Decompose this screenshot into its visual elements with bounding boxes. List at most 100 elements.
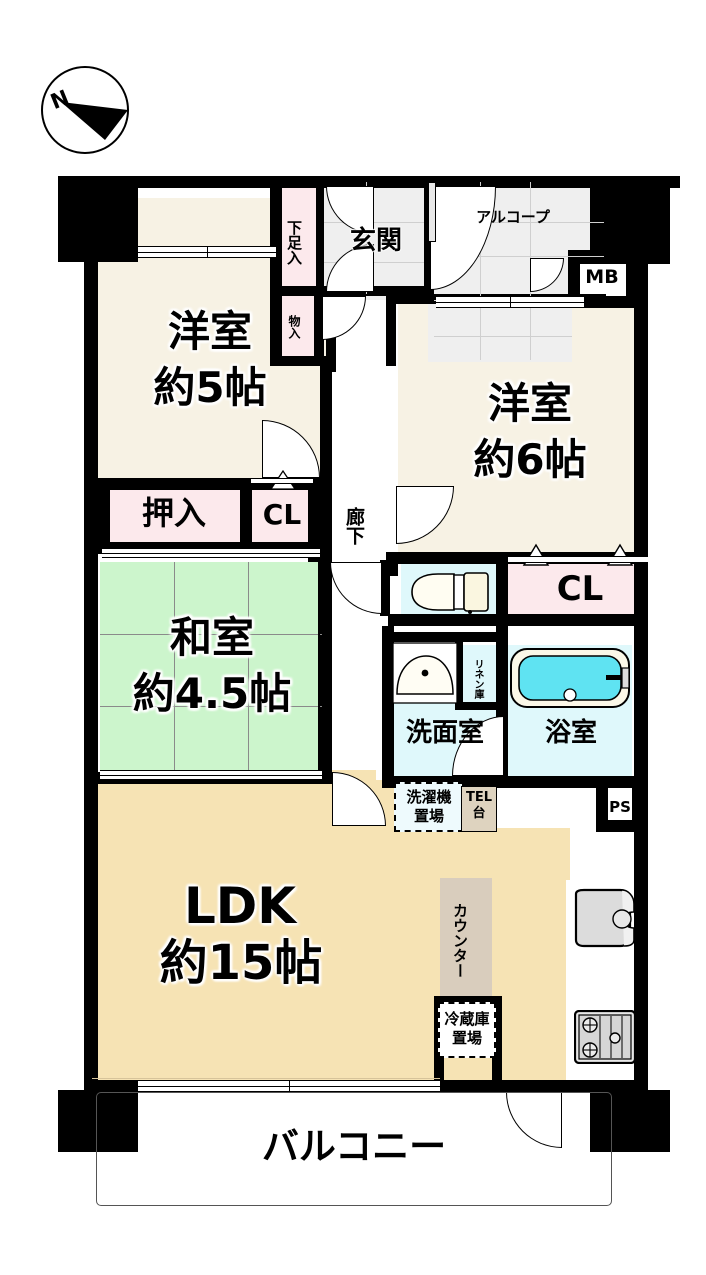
pillar-ne xyxy=(590,176,670,264)
closet-getabako xyxy=(281,186,321,292)
closet-rod-east xyxy=(508,556,648,563)
kitchen-sink-fixture xyxy=(574,888,635,948)
wall-monoire-south xyxy=(270,356,336,366)
ldk-floor-seam xyxy=(92,1078,440,1079)
label-oshiire: 押入 xyxy=(141,494,206,532)
label-monoire: 物入 xyxy=(287,315,301,339)
balcony-outline xyxy=(96,1092,612,1206)
toilet-fixture xyxy=(411,572,489,614)
wall-exterior-north xyxy=(84,176,680,188)
wall-oshiire-west xyxy=(98,478,110,552)
wall-washroom-north xyxy=(382,632,502,642)
label-alcove: アルコープ xyxy=(476,208,550,226)
wall-washroom-west xyxy=(382,626,394,784)
label-genkan: 玄関 xyxy=(349,226,402,256)
wall-monoire-east xyxy=(314,296,324,362)
label-room-western-5jo-size: 約5帖 xyxy=(153,363,267,412)
tatami-seam-1 xyxy=(100,634,322,636)
window-bedroom5-north xyxy=(138,246,276,258)
sliding-door-tatami-ldk[interactable] xyxy=(100,770,322,780)
label-room-tatami-name: 和室 xyxy=(169,613,254,662)
window-ldk-balcony xyxy=(138,1080,440,1092)
wall-toilet-south xyxy=(388,614,506,626)
label-corridor: 廊下 xyxy=(343,507,365,545)
closet-cl-west xyxy=(251,488,313,544)
label-room-western-5jo-name: 洋室 xyxy=(167,307,252,356)
wall-ps-west xyxy=(596,776,608,832)
wall-alcove-east xyxy=(568,250,640,264)
gas-stove-fixture xyxy=(574,1010,636,1064)
label-ps: PS xyxy=(609,798,631,816)
wall-linen-south xyxy=(455,702,501,710)
label-kitchen-counter: カウンター xyxy=(451,902,469,978)
alcove-tile-line-6 xyxy=(434,336,572,337)
pillar-nw xyxy=(58,176,138,262)
wall-mb-east xyxy=(626,250,638,306)
label-washroom: 洗面室 xyxy=(405,718,484,748)
pillar-se xyxy=(590,1090,670,1152)
sliding-door-tatami-east[interactable] xyxy=(318,620,322,712)
wall-oshiire-east xyxy=(240,478,252,552)
wall-fridge-east xyxy=(492,996,502,1080)
washer-space-box xyxy=(394,782,464,832)
label-room-ldk-name: LDK xyxy=(183,877,297,935)
wall-getabako-east xyxy=(316,182,324,294)
label-bathroom: 浴室 xyxy=(544,718,597,748)
label-washer-space: 洗濯機 置場 xyxy=(406,788,452,825)
wall-exterior-east xyxy=(634,186,648,1092)
wall-linen-west xyxy=(455,640,463,710)
label-room-ldk-size: 約15帖 xyxy=(159,935,323,991)
wall-bedroom5-east xyxy=(320,364,332,492)
genkan-tile-line-3 xyxy=(366,182,367,294)
wall-genkan-west xyxy=(270,176,282,366)
kitchen-peninsula-counter xyxy=(440,878,492,996)
wall-mb-west xyxy=(568,250,580,304)
closet-rod-west xyxy=(251,478,313,484)
closet-monoire xyxy=(281,296,317,358)
wall-toilet-east xyxy=(496,552,508,626)
tatami-seam-3 xyxy=(174,562,176,780)
alcove-tile-line-3 xyxy=(480,182,481,360)
wall-exterior-west xyxy=(84,186,98,1092)
tatami-seam-2 xyxy=(100,706,322,708)
wall-fridge-north xyxy=(434,996,500,1006)
label-cl-east: CL xyxy=(556,569,604,609)
label-room-tatami-size: 約4.5帖 xyxy=(132,669,292,718)
label-room-western-6jo-name: 洋室 xyxy=(487,379,572,428)
north-arrow-compass: N xyxy=(37,62,133,158)
wall-bath-south xyxy=(506,776,648,788)
label-fridge-space: 冷蔵庫 置場 xyxy=(444,1010,490,1047)
genkan-tile-line-1 xyxy=(324,222,424,223)
fridge-space-box xyxy=(438,1002,496,1058)
alcove-tile-line-2 xyxy=(434,256,604,257)
bathtub-fixture xyxy=(510,648,630,708)
door-bathroom[interactable] xyxy=(452,716,504,776)
wall-getabako-south xyxy=(270,286,324,296)
telephone-stand-box xyxy=(461,786,497,832)
closet-cl-east xyxy=(508,562,648,624)
wall-ps-east xyxy=(632,776,646,832)
closet-oshiire xyxy=(105,488,243,544)
label-mb: MB xyxy=(585,266,619,288)
label-room-western-6jo-size: 約6帖 xyxy=(473,435,587,484)
label-telephone-stand: TEL 台 xyxy=(465,790,493,821)
wall-toilet-west xyxy=(380,560,390,616)
wall-cl-east-south xyxy=(498,614,648,626)
window-bedroom6-north xyxy=(436,296,584,308)
alcove-tile-line-1 xyxy=(434,222,604,223)
sliding-door-oshiire[interactable] xyxy=(102,548,320,558)
vanity-sink-fixture xyxy=(392,642,458,704)
wall-corridor-east-upper xyxy=(386,294,396,366)
label-getabako: 下足入 xyxy=(285,219,303,265)
wall-corridor-west-b xyxy=(320,554,332,610)
genkan-tile-line-2 xyxy=(324,262,424,263)
label-balcony: バルコニー xyxy=(261,1125,447,1168)
label-cl-west: CL xyxy=(262,498,302,531)
wall-genkan-south xyxy=(324,286,434,296)
pillar-sw xyxy=(58,1090,138,1152)
room-tatami-4p5jo xyxy=(100,562,322,780)
label-linen-closet: リネン庫 xyxy=(472,659,483,699)
tatami-seam-4 xyxy=(248,562,250,780)
door-entrance-leaf xyxy=(428,182,436,242)
